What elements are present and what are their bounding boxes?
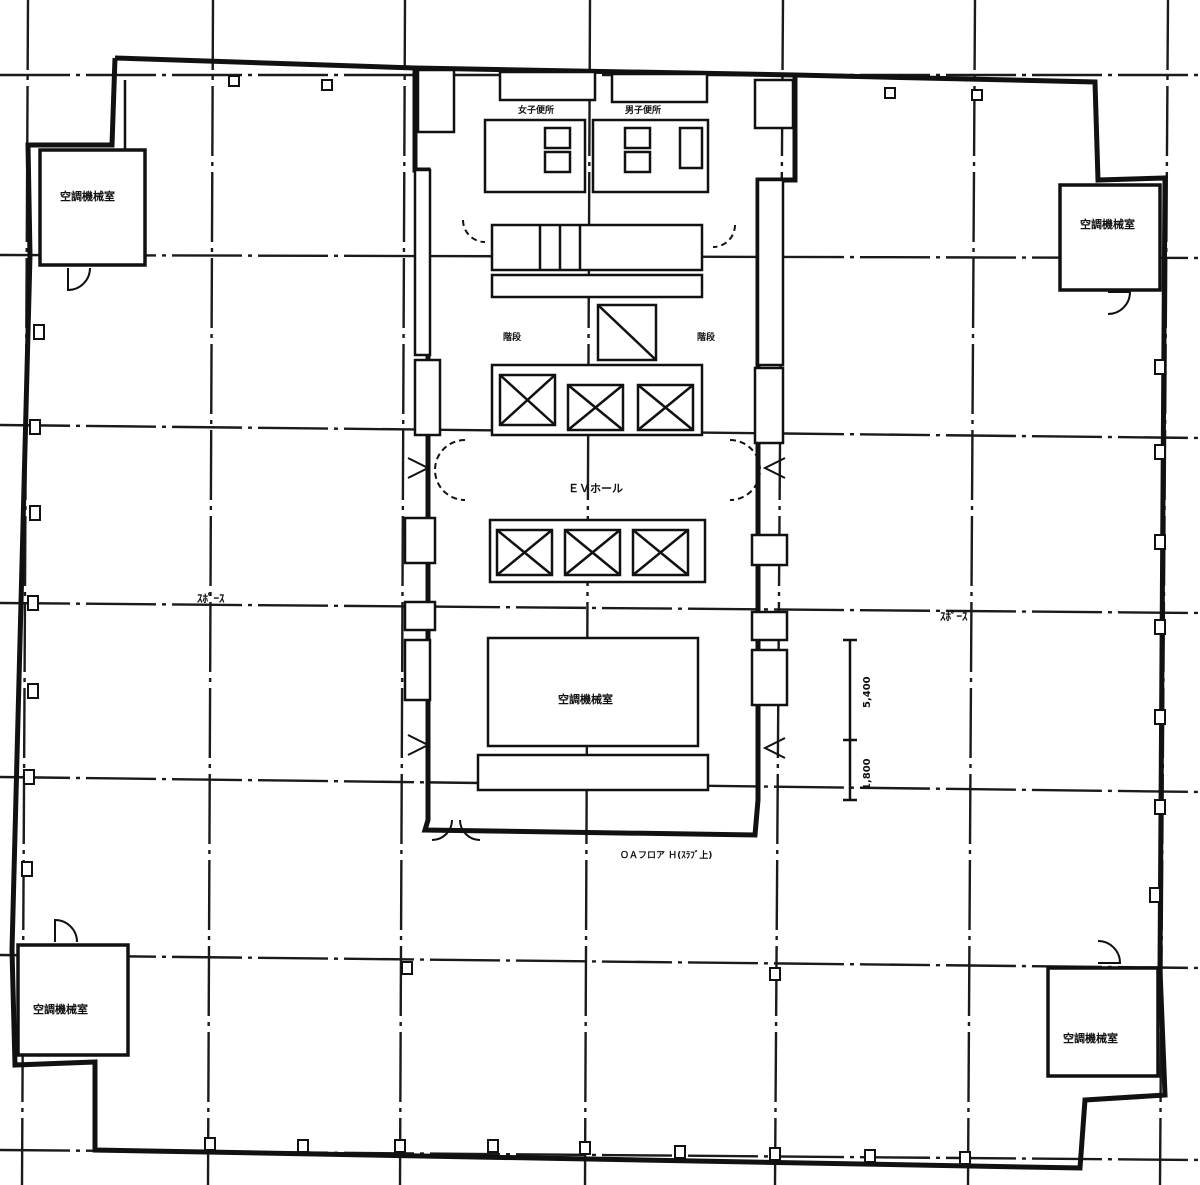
corner-room-top-right-label: 空調機械室	[1080, 217, 1135, 231]
dimensions: 5,400 1,800	[843, 638, 873, 802]
office-right-label: ｽﾎﾟｰｽ	[940, 609, 968, 623]
stair-right-label: 階段	[697, 331, 716, 343]
stair-block: 階段 階段	[490, 223, 716, 362]
ev-hall-label: ＥＶホール	[568, 482, 623, 495]
dim-5400-label: 5,400	[862, 676, 873, 708]
dim-1800-label: 1,800	[862, 758, 873, 790]
stair-left-label: 階段	[503, 331, 522, 343]
ev-hall: ＥＶホール	[434, 439, 761, 501]
corner-room-bottom-left: 空調機械室	[16, 943, 130, 1057]
core-machine-room: 空調機械室	[476, 636, 710, 792]
office-left-label: ｽﾎﾟｰｽ	[197, 591, 225, 605]
elevator-bank-upper	[490, 363, 704, 437]
corner-room-bottom-right: 空調機械室	[1046, 966, 1160, 1078]
elevator-bank-lower	[488, 518, 707, 584]
core-shafts	[403, 168, 789, 707]
core-doors	[407, 219, 786, 841]
perimeter-columns	[21, 75, 1166, 1165]
corner-room-bottom-left-label: 空調機械室	[33, 1002, 88, 1016]
restrooms: 女子便所 男子便所	[483, 70, 710, 194]
floor-note-label: ＯＡフロア Ｈ(ｽﾗﾌﾞ上)	[620, 849, 712, 861]
wc-female-label: 女子便所	[518, 104, 554, 116]
core-machine-label: 空調機械室	[558, 692, 613, 706]
wc-male-label: 男子便所	[625, 104, 661, 116]
corner-room-top-right: 空調機械室	[1058, 183, 1162, 292]
corner-doors	[54, 267, 1132, 964]
corner-room-bottom-right-label: 空調機械室	[1063, 1031, 1118, 1045]
corner-room-top-left: 空調機械室	[38, 148, 147, 267]
corner-room-top-left-label: 空調機械室	[60, 189, 115, 203]
